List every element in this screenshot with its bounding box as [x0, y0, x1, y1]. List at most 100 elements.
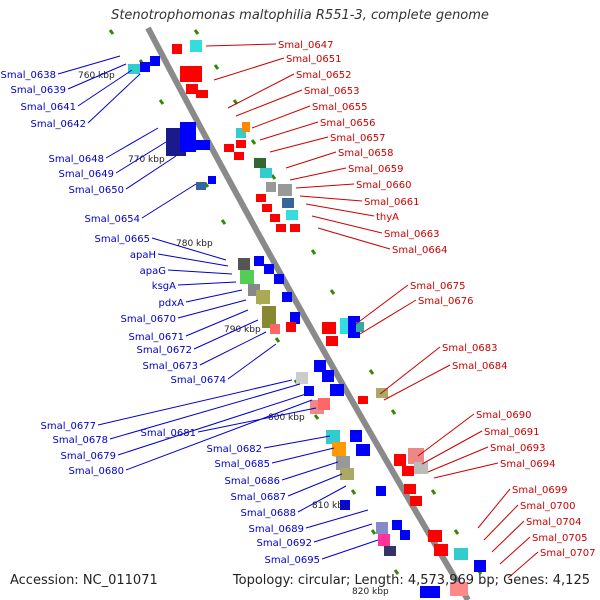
gene-feature [322, 370, 334, 382]
gene-label-left: Smal_0650 [69, 185, 124, 196]
kbp-marker: 810 kbp [312, 501, 349, 511]
gene-label-right: Smal_0657 [330, 133, 385, 144]
gene-feature [140, 62, 150, 72]
gene-feature [208, 176, 216, 184]
label-leader-line [77, 69, 133, 107]
gene-label-right: Smal_0663 [384, 229, 439, 240]
label-leader-line [379, 346, 441, 395]
gene-feature [304, 386, 314, 396]
label-leader-line [311, 215, 383, 234]
gene-feature [356, 444, 370, 456]
gene-label-right: thyA [376, 212, 399, 223]
label-leader-line [213, 57, 285, 81]
tick-dash [220, 219, 227, 225]
gene-label-right: Smal_0660 [356, 180, 411, 191]
gene-label-right: Smal_0675 [410, 281, 465, 292]
label-leader-line [141, 183, 197, 219]
label-leader-line [199, 331, 267, 366]
label-leader-line [125, 399, 313, 471]
gene-label-left: Smal_0639 [11, 85, 66, 96]
kbp-marker: 790 kbp [224, 325, 261, 335]
gene-feature [290, 224, 300, 232]
gene-label-right: Smal_0676 [418, 296, 473, 307]
gene-feature [276, 224, 286, 232]
kbp-marker: 820 kbp [352, 587, 389, 597]
label-leader-line [287, 473, 343, 497]
gene-label-left: Smal_0648 [49, 154, 104, 165]
label-leader-line [305, 509, 369, 529]
gene-feature [260, 168, 272, 178]
label-leader-line [281, 461, 339, 481]
gene-label-left: Smal_0672 [137, 345, 192, 356]
gene-label-right: Smal_0661 [364, 197, 419, 208]
gene-feature [238, 258, 250, 270]
gene-feature [282, 198, 294, 208]
label-leader-line [383, 364, 451, 401]
tick-dash [453, 529, 460, 535]
label-leader-line [427, 446, 489, 473]
gene-label-right: Smal_0651 [286, 54, 341, 65]
gene-label-left: Smal_0673 [143, 361, 198, 372]
gene-feature [256, 194, 266, 202]
tick-dash [350, 489, 357, 495]
tick-dash [368, 369, 375, 375]
gene-label-left: Smal_0677 [41, 421, 96, 432]
label-leader-line [125, 155, 177, 190]
gene-label-right: Smal_0655 [312, 102, 367, 113]
gene-label-left: Smal_0670 [121, 314, 176, 325]
gene-feature [282, 292, 292, 302]
gene-feature [340, 500, 350, 510]
gene-feature [376, 522, 388, 534]
label-leader-line [227, 343, 277, 380]
tick-dash [213, 64, 220, 70]
gene-label-right: Smal_0652 [296, 70, 351, 81]
label-leader-line [97, 379, 293, 426]
label-leader-line [177, 299, 247, 319]
gene-label-right: Smal_0700 [520, 501, 575, 512]
gene-feature [340, 468, 354, 480]
label-leader-line [57, 55, 121, 75]
gene-feature [434, 544, 448, 556]
label-leader-line [285, 151, 337, 169]
gene-feature [376, 486, 386, 496]
label-leader-line [295, 183, 355, 189]
gene-feature [254, 256, 264, 266]
gene-label-right: Smal_0699 [512, 485, 567, 496]
label-leader-line [305, 203, 375, 217]
gene-label-right: Smal_0693 [490, 443, 545, 454]
genome-backbone [145, 26, 471, 600]
label-leader-line [227, 73, 295, 109]
gene-feature [326, 430, 340, 444]
gene-feature [180, 66, 202, 82]
gene-label-right: Smal_0664 [392, 245, 447, 256]
label-leader-line [289, 167, 347, 181]
gene-feature [190, 40, 202, 52]
label-leader-line [87, 73, 141, 124]
gene-label-left: Smal_0679 [61, 451, 116, 462]
gene-label-right: Smal_0656 [320, 118, 375, 129]
label-leader-line [167, 269, 233, 275]
label-leader-line [151, 237, 227, 261]
gene-feature [196, 90, 208, 98]
label-leader-line [359, 299, 417, 335]
gene-feature [262, 306, 276, 328]
label-leader-line [263, 435, 331, 449]
gene-feature [330, 384, 344, 396]
gene-feature [402, 466, 414, 476]
gene-feature [394, 454, 406, 466]
gene-feature [224, 144, 234, 152]
gene-feature [236, 140, 246, 148]
gene-label-left: Smal_0685 [215, 459, 270, 470]
tick-dash [370, 529, 377, 535]
gene-feature [474, 560, 486, 572]
gene-feature [290, 312, 300, 324]
gene-feature [256, 290, 270, 304]
gene-feature [314, 360, 326, 372]
gene-feature [404, 484, 416, 494]
gene-feature [240, 270, 254, 284]
label-leader-line [507, 551, 539, 579]
gene-label-left: Smal_0642 [31, 119, 86, 130]
gene-label-left: Smal_0688 [241, 508, 296, 519]
gene-label-left: Smal_0638 [1, 70, 56, 81]
gene-label-left: Smal_0665 [95, 234, 150, 245]
